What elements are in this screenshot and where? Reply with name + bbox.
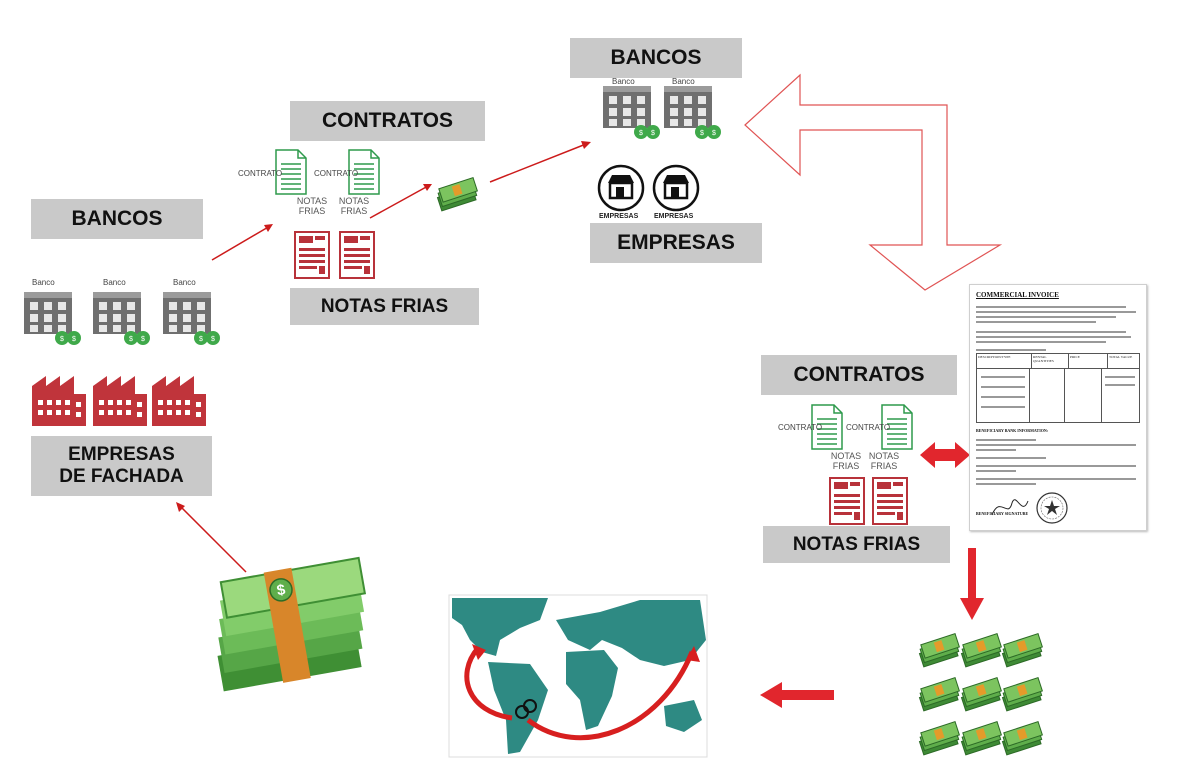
arrow-contracts-to-money xyxy=(369,184,432,219)
invoice-col-description: DESCRIPTION/TYPE xyxy=(977,354,1032,368)
center-notas-caption-2: NOTAS FRIAS xyxy=(334,196,374,217)
arrow-banks-to-contracts xyxy=(211,224,273,261)
down-arrow-icon xyxy=(960,548,984,620)
right-invoice-doc-icon-1 xyxy=(829,477,865,525)
arrow-money-to-top-banks xyxy=(489,141,591,183)
right-contrato-caption-2: CONTRATO xyxy=(846,423,891,432)
shop-icon-2 xyxy=(652,164,700,212)
shop-icon-1 xyxy=(597,164,645,212)
top-banco-caption-1: Banco xyxy=(612,77,635,86)
factory-icon-1 xyxy=(32,376,86,426)
invoice-col-rental: RENTAL QUANTITIES xyxy=(1032,354,1069,368)
official-seal-icon xyxy=(1036,492,1068,524)
center-notas-frias-label: NOTAS FRIAS xyxy=(290,288,479,325)
shop-caption-2: EMPRESAS xyxy=(654,213,694,220)
invoice-bank-section: BENEFICIARY BANK INFORMATION: xyxy=(976,428,1049,433)
invoice-doc-icon-1 xyxy=(294,231,330,279)
left-bank-icon-1 xyxy=(24,292,81,345)
shop-caption-1: EMPRESAS xyxy=(599,213,639,220)
empresas-fachada-line2: DE FACHADA xyxy=(59,466,184,487)
center-notas-caption-1-line1: NOTAS xyxy=(296,196,328,206)
factory-icon-3 xyxy=(152,376,206,426)
right-contratos-label: CONTRATOS xyxy=(761,355,957,395)
top-bank-icon-1 xyxy=(603,86,660,139)
center-contrato-caption-1: CONTRATO xyxy=(238,169,283,178)
invoice-col-total: TOTAL VALUE xyxy=(1109,355,1133,359)
empresas-fachada-line1: EMPRESAS xyxy=(68,444,175,466)
invoice-col-price: PRICE xyxy=(1069,354,1108,368)
center-contrato-caption-2: CONTRATO xyxy=(314,169,359,178)
right-invoice-doc-icon-2 xyxy=(872,477,908,525)
right-notas-caption-1-line1: NOTAS xyxy=(830,451,862,461)
left-arrow-icon xyxy=(760,682,834,708)
left-bank-icon-2 xyxy=(93,292,150,345)
left-banco-caption-2: Banco xyxy=(103,278,126,287)
left-bank-icon-3 xyxy=(163,292,220,345)
invoice-text-lines xyxy=(976,303,1138,354)
invoice-table: DESCRIPTION/TYPE RENTAL QUANTITIES PRICE… xyxy=(976,353,1140,423)
signature-scribble-icon xyxy=(991,499,1029,516)
money-stack-icon-small xyxy=(434,177,481,212)
center-notas-caption-1: NOTAS FRIAS xyxy=(292,196,332,217)
left-banco-caption-1: Banco xyxy=(32,278,55,287)
svg-text:$: $ xyxy=(276,581,288,599)
top-bank-icon-2 xyxy=(664,86,721,139)
world-map xyxy=(448,594,708,758)
top-banco-caption-2: Banco xyxy=(672,77,695,86)
invoice-doc-icon-2 xyxy=(339,231,375,279)
top-empresas-label: EMPRESAS xyxy=(590,223,762,263)
top-bancos-label: BANCOS xyxy=(570,38,742,78)
right-notas-caption-1: NOTAS FRIAS xyxy=(826,451,866,472)
invoice-title: COMMERCIAL INVOICE xyxy=(976,291,1059,299)
big-flow-arrow xyxy=(744,73,1003,291)
factory-icon-2 xyxy=(93,376,147,426)
right-notas-frias-label: NOTAS FRIAS xyxy=(763,526,950,563)
center-notas-caption-1-line2: FRIAS xyxy=(298,205,326,216)
money-grid xyxy=(916,633,1046,756)
left-bancos-label: BANCOS xyxy=(31,199,203,239)
arrow-cash-to-fachada xyxy=(176,502,247,573)
center-notas-caption-2-line1: NOTAS xyxy=(338,196,370,206)
right-notas-caption-2-line2: FRIAS xyxy=(870,460,898,471)
commercial-invoice-document: COMMERCIAL INVOICE DESCRIPTION/TYPE RENT… xyxy=(969,284,1147,531)
right-contrato-caption-1: CONTRATO xyxy=(778,423,823,432)
invoice-signature: BENEFICIARY SIGNATURE xyxy=(976,511,1029,516)
right-notas-caption-1-line2: FRIAS xyxy=(832,460,860,471)
right-notas-caption-2: NOTAS FRIAS xyxy=(864,451,904,472)
left-banco-caption-3: Banco xyxy=(173,278,196,287)
big-money-stack-icon: $ xyxy=(217,556,367,692)
double-arrow-icon xyxy=(920,442,970,468)
center-contratos-label: CONTRATOS xyxy=(290,101,485,141)
center-notas-caption-2-line2: FRIAS xyxy=(340,205,368,216)
invoice-bank-lines xyxy=(976,436,1138,488)
right-notas-caption-2-line1: NOTAS xyxy=(868,451,900,461)
empresas-fachada-label: EMPRESAS DE FACHADA xyxy=(31,436,212,496)
